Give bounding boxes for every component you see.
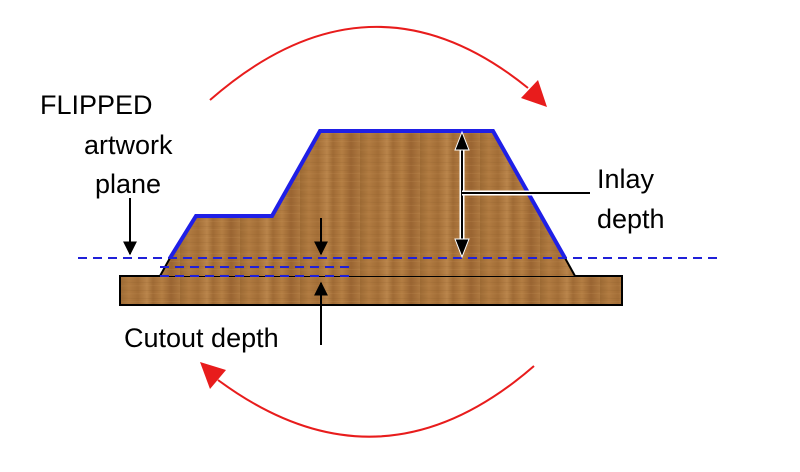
flipped-label-line1: FLIPPED: [40, 90, 153, 120]
flipped-label-line3: plane: [95, 169, 161, 199]
cutout-depth-label: Cutout depth: [124, 323, 279, 353]
base-plate: [119, 275, 623, 306]
inlay-profile-outline: [168, 129, 567, 260]
clockwise-arc-arrow-icon: [200, 362, 535, 438]
inlay-depth-label-line2: depth: [597, 204, 665, 234]
flipped-label-line2: artwork: [84, 130, 173, 160]
clockwise-arc-arrow-icon: [209, 26, 547, 107]
inlay-depth-label-line1: Inlay: [597, 164, 655, 194]
cutout-depth-indicator: [160, 266, 355, 277]
inlay-body: [159, 131, 576, 277]
inlay-depth-arrow: [454, 130, 590, 259]
